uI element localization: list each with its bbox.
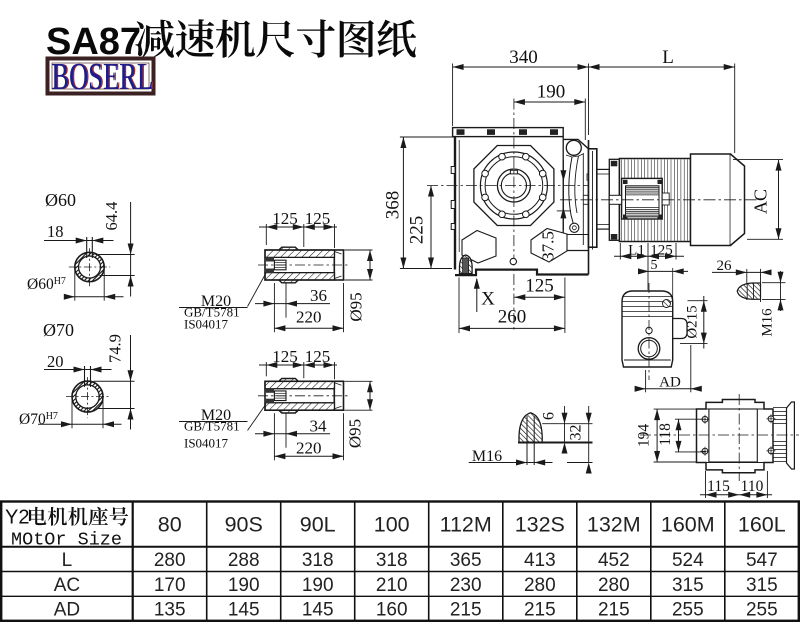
svg-text:225: 225 bbox=[407, 216, 428, 245]
svg-text:Ø70: Ø70 bbox=[43, 320, 74, 340]
svg-text:220: 220 bbox=[296, 308, 322, 327]
svg-text:547: 547 bbox=[746, 550, 778, 571]
svg-text:115: 115 bbox=[707, 478, 730, 495]
svg-text:AC: AC bbox=[54, 575, 80, 596]
svg-text:315: 315 bbox=[672, 575, 704, 596]
svg-text:112M: 112M bbox=[440, 513, 492, 537]
svg-text:125: 125 bbox=[525, 276, 554, 297]
svg-text:AC: AC bbox=[751, 189, 771, 214]
svg-text:37.5: 37.5 bbox=[539, 231, 558, 261]
svg-text:BOSERL: BOSERL bbox=[53, 57, 155, 99]
svg-text:413: 413 bbox=[524, 550, 556, 571]
svg-text:452: 452 bbox=[598, 550, 630, 571]
svg-text:160M: 160M bbox=[661, 513, 715, 537]
svg-text:280: 280 bbox=[154, 550, 186, 571]
svg-text:132S: 132S bbox=[515, 513, 565, 537]
svg-text:318: 318 bbox=[376, 550, 408, 571]
svg-text:125: 125 bbox=[272, 347, 298, 366]
svg-text:190: 190 bbox=[302, 575, 334, 596]
svg-text:194: 194 bbox=[636, 424, 653, 448]
svg-text:18: 18 bbox=[47, 222, 64, 241]
svg-text:Ø95: Ø95 bbox=[346, 419, 365, 448]
svg-text:100: 100 bbox=[374, 513, 410, 537]
svg-text:220: 220 bbox=[296, 439, 322, 458]
svg-text:M20: M20 bbox=[201, 407, 231, 424]
svg-text:215: 215 bbox=[524, 600, 556, 621]
svg-text:215: 215 bbox=[450, 600, 482, 621]
svg-text:IS04017: IS04017 bbox=[184, 436, 229, 451]
svg-text:118: 118 bbox=[657, 423, 674, 446]
svg-text:5: 5 bbox=[651, 258, 658, 273]
svg-text:Ø60: Ø60 bbox=[45, 190, 76, 210]
svg-text:L: L bbox=[62, 550, 73, 571]
svg-text:X: X bbox=[481, 289, 495, 310]
svg-text:125: 125 bbox=[272, 209, 298, 228]
svg-text:318: 318 bbox=[302, 550, 334, 571]
svg-text:190: 190 bbox=[537, 82, 566, 103]
svg-text:255: 255 bbox=[746, 600, 778, 621]
svg-text:125: 125 bbox=[305, 209, 331, 228]
svg-text:Y2: Y2 bbox=[5, 507, 29, 529]
svg-text:90S: 90S bbox=[225, 513, 263, 537]
svg-text:215: 215 bbox=[598, 600, 630, 621]
svg-text:Ø95: Ø95 bbox=[347, 292, 366, 321]
svg-text:365: 365 bbox=[450, 550, 482, 571]
svg-text:M20: M20 bbox=[201, 293, 231, 310]
svg-text:36: 36 bbox=[310, 286, 327, 305]
svg-text:MOtOr Size: MOtOr Size bbox=[11, 529, 122, 550]
svg-text:AD: AD bbox=[659, 375, 681, 391]
svg-text:BOSERL: BOSERL bbox=[51, 57, 153, 99]
svg-text:34: 34 bbox=[310, 416, 328, 435]
svg-text:AD: AD bbox=[54, 600, 80, 621]
svg-text:280: 280 bbox=[598, 575, 630, 596]
svg-text:160: 160 bbox=[376, 600, 408, 621]
svg-text:280: 280 bbox=[524, 575, 556, 596]
svg-text:110: 110 bbox=[741, 478, 764, 495]
svg-text:145: 145 bbox=[228, 600, 260, 621]
svg-text:26: 26 bbox=[717, 258, 733, 274]
svg-text:288: 288 bbox=[228, 550, 260, 571]
svg-text:524: 524 bbox=[672, 550, 704, 571]
svg-text:125: 125 bbox=[305, 347, 331, 366]
svg-text:20: 20 bbox=[47, 352, 64, 371]
svg-text:210: 210 bbox=[376, 575, 408, 596]
svg-text:135: 135 bbox=[154, 600, 186, 621]
svg-text:145: 145 bbox=[302, 600, 334, 621]
svg-text:255: 255 bbox=[672, 600, 704, 621]
svg-text:315: 315 bbox=[746, 575, 778, 596]
svg-text:190: 190 bbox=[228, 575, 260, 596]
svg-text:368: 368 bbox=[383, 191, 404, 220]
svg-text:M16: M16 bbox=[760, 308, 776, 337]
svg-text:340: 340 bbox=[509, 47, 538, 68]
svg-text:132M: 132M bbox=[587, 513, 641, 537]
svg-text:GB/T5781: GB/T5781 bbox=[184, 305, 240, 320]
svg-text:L: L bbox=[662, 47, 674, 68]
svg-text:Ø215: Ø215 bbox=[684, 305, 700, 338]
svg-text:160L: 160L bbox=[738, 513, 786, 537]
svg-text:SA87: SA87 bbox=[46, 21, 141, 63]
svg-text:90L: 90L bbox=[300, 513, 336, 537]
svg-text:64.4: 64.4 bbox=[102, 202, 121, 231]
svg-text:IS04017: IS04017 bbox=[184, 317, 229, 332]
svg-text:M16: M16 bbox=[472, 448, 502, 465]
svg-text:260: 260 bbox=[498, 307, 527, 328]
svg-text:230: 230 bbox=[450, 575, 482, 596]
svg-text:170: 170 bbox=[154, 575, 186, 596]
svg-text:80: 80 bbox=[158, 513, 182, 537]
svg-text:74.9: 74.9 bbox=[106, 334, 125, 363]
svg-text:32: 32 bbox=[568, 425, 585, 441]
svg-text:GB/T5781: GB/T5781 bbox=[184, 419, 240, 434]
svg-text:6: 6 bbox=[541, 412, 558, 420]
